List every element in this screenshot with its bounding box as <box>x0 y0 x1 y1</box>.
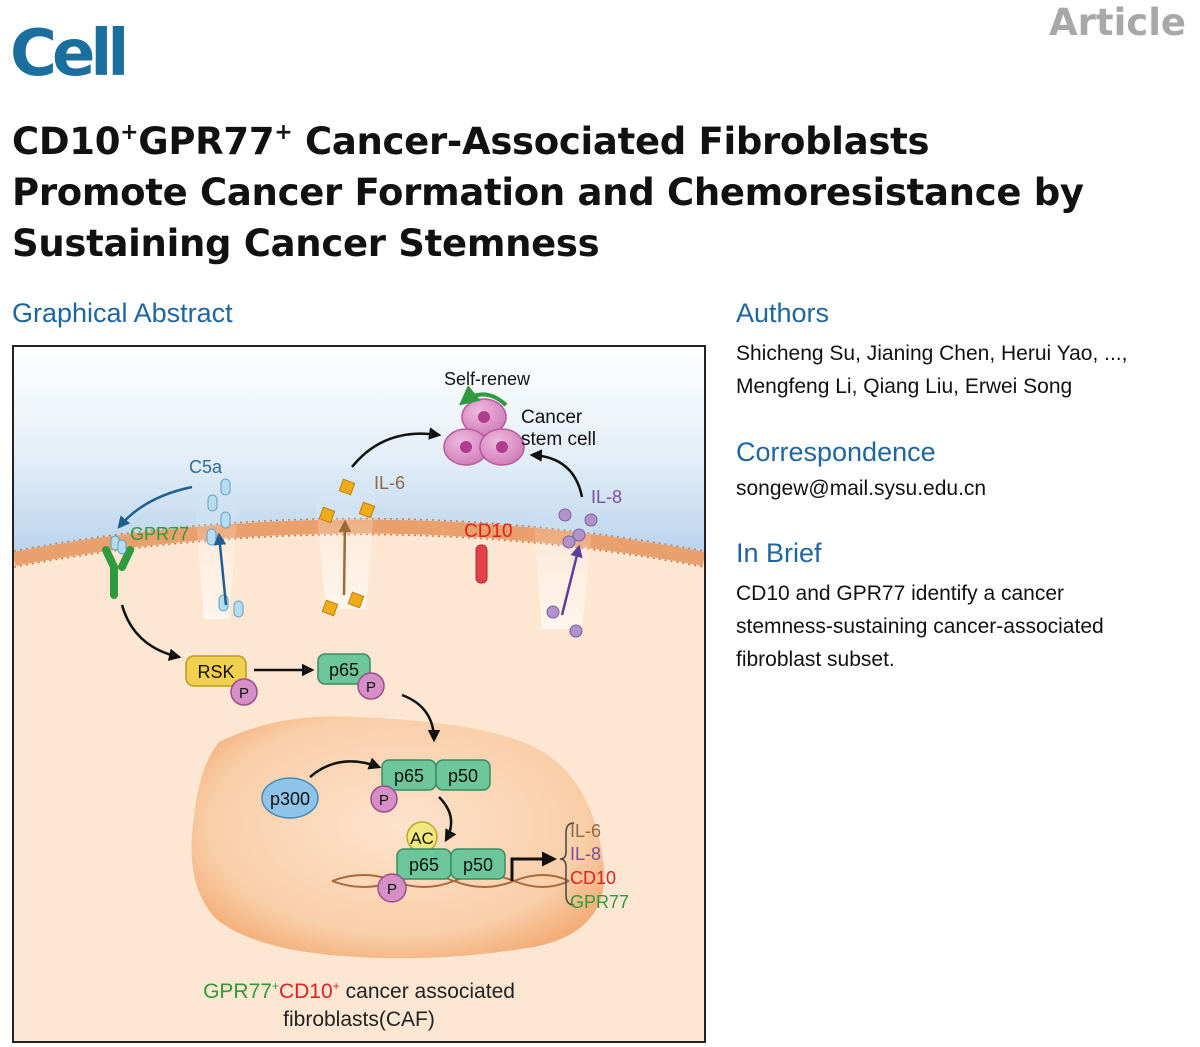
svg-text:p300: p300 <box>270 789 310 809</box>
svg-text:p65: p65 <box>409 855 439 875</box>
gene-cd10: CD10 <box>570 868 616 888</box>
cd10-receptor <box>475 544 488 584</box>
svg-text:p65: p65 <box>394 766 424 786</box>
gpr77-to-rsk-arrow <box>120 604 182 661</box>
gene-bracket <box>559 822 575 906</box>
p65-to-nucleus-arrow <box>401 693 441 743</box>
p50-on-dna <box>450 848 506 880</box>
self-renew-arrow <box>458 385 508 407</box>
in-brief-text: CD10 and GPR77 identify a cancer stemnes… <box>736 582 1104 671</box>
gene-gpr77: GPR77 <box>570 892 629 912</box>
il6-release-arrow <box>338 519 352 596</box>
svg-text:P: P <box>379 792 389 809</box>
nucleus <box>191 716 605 959</box>
svg-text:p65: p65 <box>329 660 359 680</box>
p65-on-dna-phospho <box>377 873 407 903</box>
svg-text:P: P <box>387 881 397 898</box>
correspondence-heading: Correspondence <box>736 437 936 467</box>
figure-caption-line2: fibroblasts(CAF) <box>283 1008 435 1031</box>
gpr77-receptor-label: GPR77 <box>130 524 189 544</box>
complex-acetylation-arrow <box>438 796 457 843</box>
authors-list: Shicheng Su, Jianing Chen, Herui Yao, ..… <box>736 342 1128 398</box>
p65-phospho <box>357 672 385 700</box>
il6-label: IL-6 <box>374 473 405 493</box>
p300-protein <box>261 777 319 819</box>
c5a-label: C5a <box>189 457 223 477</box>
journal-logo: Cell <box>10 17 129 91</box>
il6-to-stem-arrow <box>351 427 442 468</box>
svg-text:P: P <box>239 685 249 702</box>
cancer-label: Cancer <box>521 407 583 428</box>
rsk-phospho <box>230 678 258 706</box>
stem-cell-label: stem cell <box>521 429 596 450</box>
il8-to-stem-arrow <box>529 449 584 498</box>
il8-release-arrow <box>560 544 583 616</box>
svg-text:p50: p50 <box>448 766 478 786</box>
correspondence-email[interactable]: songew@mail.sysu.edu.cn <box>736 477 987 500</box>
gpr77-receptor <box>102 535 134 599</box>
paper-title: CD10+GPR77+ Cancer-Associated Fibroblast… <box>12 120 1084 265</box>
transcription-arrow <box>510 851 557 881</box>
article-type-label: Article <box>1049 1 1186 44</box>
svg-text:p50: p50 <box>463 855 493 875</box>
c5a-release-arrow <box>213 532 228 606</box>
svg-text:P: P <box>366 679 376 696</box>
rsk-label: RSK <box>197 662 234 682</box>
cd10-receptor-label: CD10 <box>464 521 513 542</box>
p300-to-complex-arrow <box>309 757 382 778</box>
il6-particles <box>318 478 376 617</box>
authors-heading: Authors <box>736 298 830 328</box>
p50-nucleus <box>435 759 491 791</box>
p65-nucleus-phospho <box>370 785 398 813</box>
cancer-stem-cell-cluster <box>443 398 525 466</box>
self-renew-label: Self-renew <box>444 369 531 389</box>
il8-label: IL-8 <box>591 487 622 507</box>
in-brief-heading: In Brief <box>736 538 822 568</box>
gene-il8: IL-8 <box>570 844 601 864</box>
c5a-particles <box>206 478 244 618</box>
dna-strand <box>331 874 570 888</box>
svg-text:AC: AC <box>410 829 434 848</box>
gene-il6: IL-6 <box>570 821 601 841</box>
rsk-protein <box>185 655 247 687</box>
graphical-abstract-figure: Self-renew Cancer stem cell C5a IL-6 <box>12 345 706 1043</box>
figure-caption-line1: GPR77+CD10+cancer associated <box>203 979 515 1003</box>
graphical-abstract-heading: Graphical Abstract <box>12 298 233 328</box>
c5a-to-gpr77-arrow <box>117 485 193 529</box>
il8-particles <box>546 508 598 638</box>
p65-cytoplasm <box>317 653 371 685</box>
